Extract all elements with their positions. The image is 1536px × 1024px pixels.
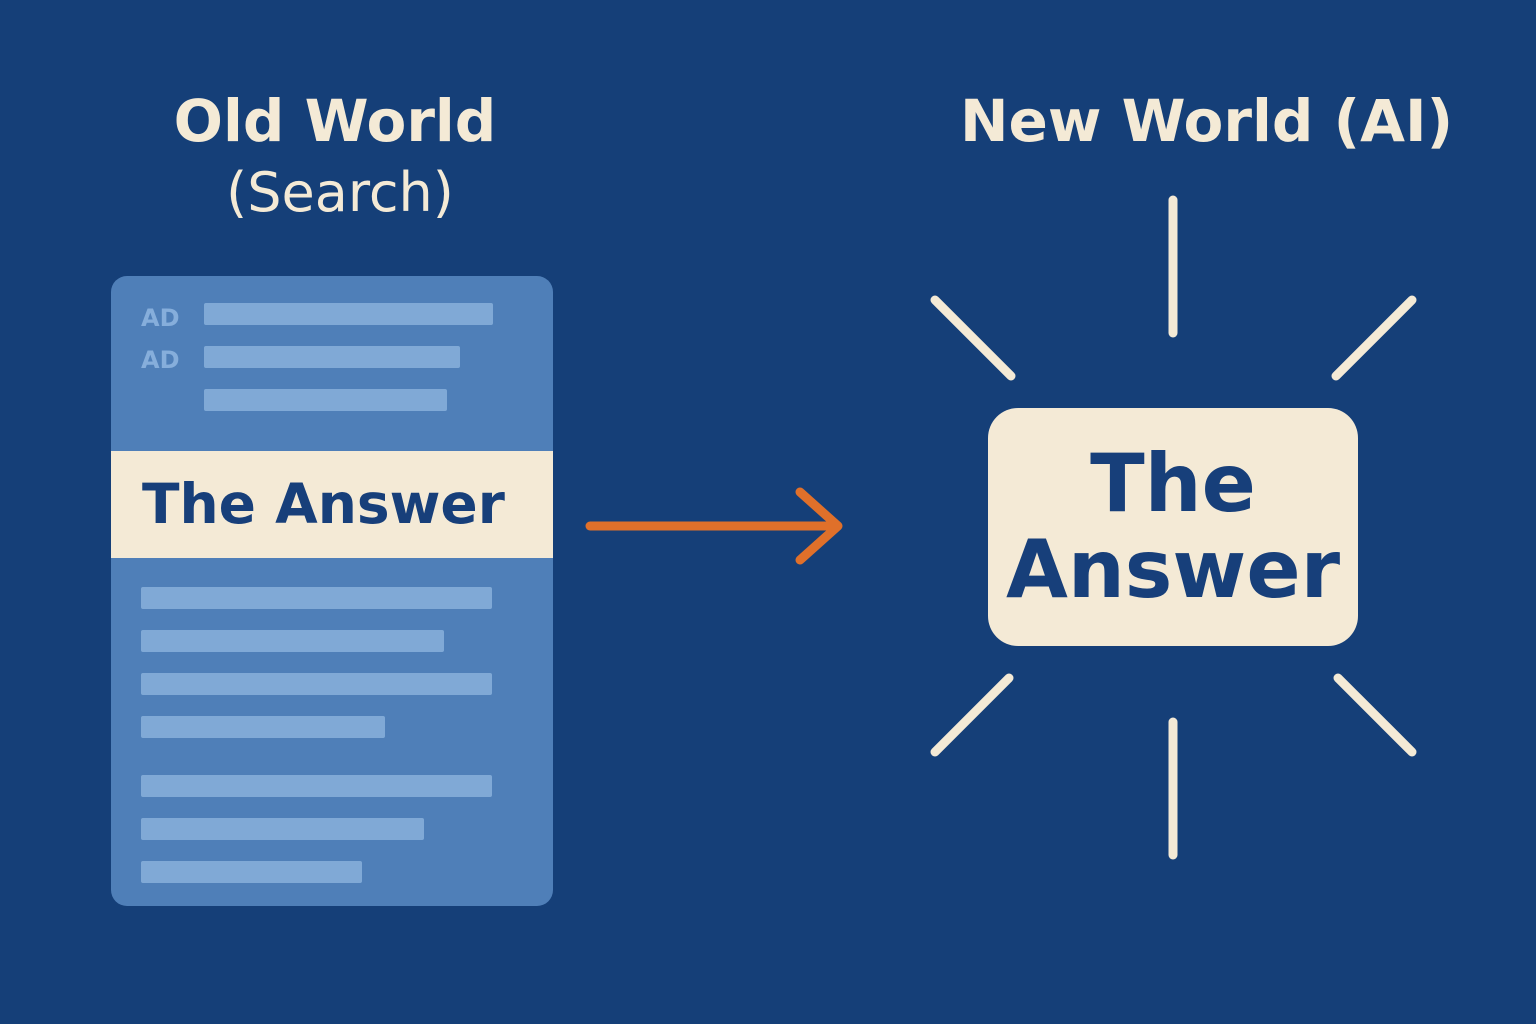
answer-highlight-band: The Answer	[111, 451, 553, 558]
old-answer-text: The Answer	[142, 472, 505, 536]
result-line-placeholder	[141, 861, 362, 883]
result-line-placeholder	[141, 587, 492, 609]
old-world-subtitle: (Search)	[226, 161, 454, 224]
new-world-title: New World (AI)	[960, 87, 1454, 155]
result-line-placeholder	[141, 673, 492, 695]
result-line-placeholder	[141, 716, 385, 738]
new-answer-line-2: Answer	[1005, 523, 1341, 616]
old-world-title: Old World	[173, 87, 497, 155]
result-line-placeholder	[204, 303, 493, 325]
result-line-placeholder	[141, 630, 444, 652]
result-line-placeholder	[141, 818, 424, 840]
search-results-panel: AD AD The Answer	[111, 276, 553, 906]
result-line-placeholder	[141, 775, 492, 797]
transition-arrow-icon	[585, 487, 843, 565]
result-line-placeholder	[204, 346, 460, 368]
new-answer-line-1: The	[1090, 437, 1256, 530]
ad-label: AD	[141, 304, 180, 332]
ad-label: AD	[141, 346, 180, 374]
result-line-placeholder	[204, 389, 447, 411]
